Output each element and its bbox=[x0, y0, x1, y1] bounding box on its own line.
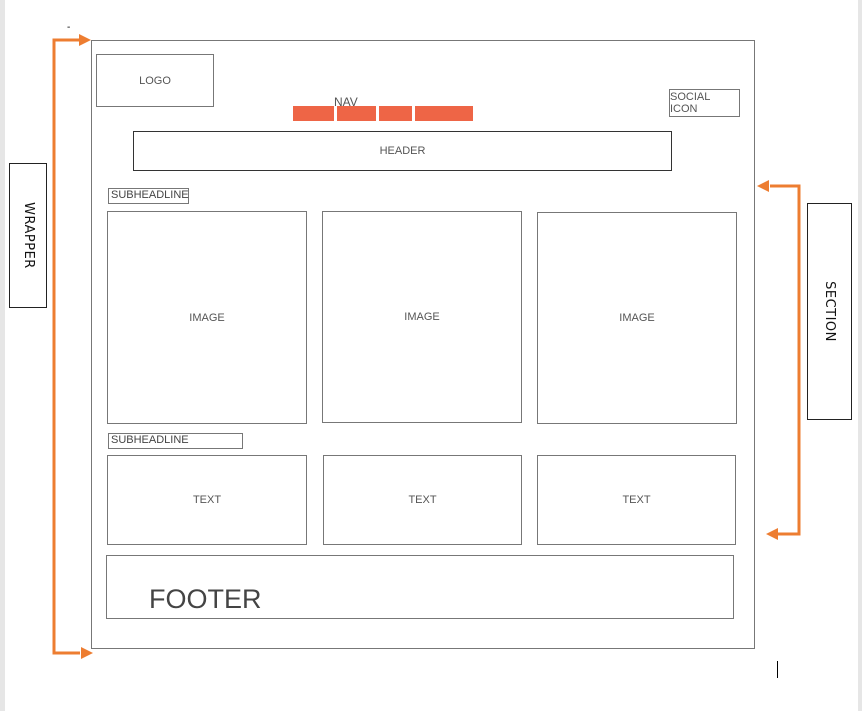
section-arrowhead-bottom bbox=[766, 528, 778, 540]
image-box-2: IMAGE bbox=[322, 211, 522, 423]
section-arrowhead-top bbox=[757, 180, 769, 192]
text-box-1: TEXT bbox=[107, 455, 307, 545]
wrapper-bracket-arrow bbox=[52, 38, 80, 655]
social-icon-box: SOCIAL ICON bbox=[669, 89, 740, 117]
nav-tab-2 bbox=[337, 106, 376, 121]
stray-mark: - bbox=[67, 22, 71, 33]
image-label-3: IMAGE bbox=[619, 312, 655, 324]
text-label-3: TEXT bbox=[622, 494, 651, 506]
wrapper-arrowhead-bottom bbox=[81, 647, 93, 659]
image-label-1: IMAGE bbox=[189, 311, 225, 324]
footer-label: FOOTER bbox=[149, 584, 262, 614]
logo-box: LOGO bbox=[96, 54, 214, 107]
section-bracket-arrow bbox=[770, 184, 801, 536]
image-box-3: IMAGE bbox=[537, 212, 737, 424]
page-edge-left bbox=[0, 0, 5, 711]
text-cursor bbox=[777, 661, 778, 678]
logo-label: LOGO bbox=[139, 74, 171, 87]
text-label-2: TEXT bbox=[408, 494, 437, 506]
wrapper-label-box: WRAPPER bbox=[9, 163, 47, 308]
footer-box: FOOTER bbox=[106, 555, 734, 619]
social-icon-label: SOCIAL ICON bbox=[670, 91, 710, 115]
nav-tab-3 bbox=[379, 106, 412, 121]
page-edge-right bbox=[858, 0, 862, 711]
header-box: HEADER bbox=[133, 131, 672, 171]
text-box-3: TEXT bbox=[537, 455, 736, 545]
nav-tab-1 bbox=[293, 106, 334, 121]
header-label: HEADER bbox=[379, 145, 426, 157]
image-box-1: IMAGE bbox=[107, 211, 307, 424]
nav-tab-4 bbox=[415, 106, 473, 121]
wrapper-arrowhead-top bbox=[79, 34, 91, 46]
subheadline-1: SUBHEADLINE bbox=[108, 188, 189, 204]
subheadline-2: SUBHEADLINE bbox=[108, 433, 243, 449]
nav-label: NAV bbox=[334, 95, 358, 109]
section-label-box: SECTION bbox=[807, 203, 852, 420]
text-box-2: TEXT bbox=[323, 455, 522, 545]
image-label-2: IMAGE bbox=[404, 311, 440, 323]
text-label-1: TEXT bbox=[192, 494, 222, 506]
